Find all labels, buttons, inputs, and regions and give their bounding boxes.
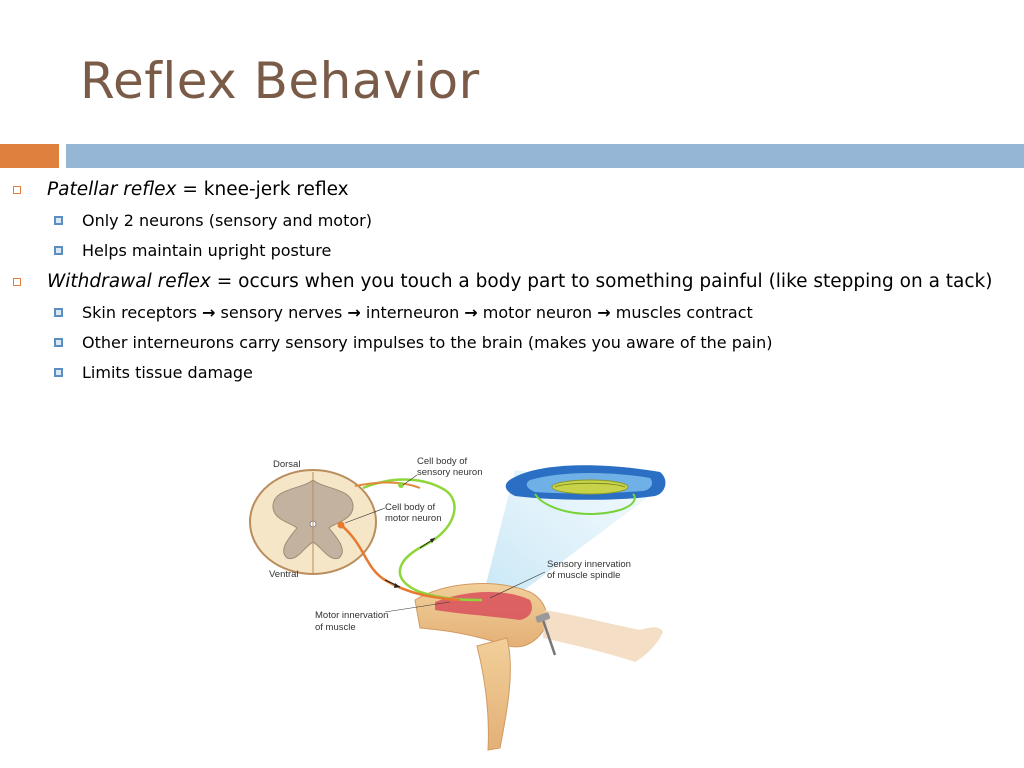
reflex-arc-illustration: Dorsal Ventral Cell body of sensory neur…: [249, 456, 666, 751]
sub-bullet: Helps maintain upright posture: [0, 240, 1024, 262]
pathway-step: sensory nerves: [220, 303, 343, 322]
arrow-right-icon: →: [347, 303, 361, 322]
sensory-neuron-path: [362, 478, 483, 602]
leg-illustration: [414, 583, 663, 751]
spinal-cord-cross-section: [249, 469, 377, 575]
hollow-square-bullet-icon: [13, 278, 21, 286]
label-motor-innervation: Motor innervation: [315, 610, 388, 621]
bullet-withdrawal-reflex: Withdrawal reflex = occurs when you touc…: [0, 270, 1024, 294]
sensory-neuron-path: [354, 481, 421, 489]
label-sensory-innervation: Sensory innervation: [547, 559, 631, 570]
title-accent-bar-blue: [66, 144, 1024, 168]
sub-bullet: Only 2 neurons (sensory and motor): [0, 210, 1024, 232]
label-cell-body-sensory: sensory neuron: [417, 467, 482, 478]
label-cell-body-motor: motor neuron: [385, 513, 442, 524]
bullet-text: = knee-jerk reflex: [176, 179, 349, 200]
bullet-patellar-reflex: Patellar reflex = knee-jerk reflex: [0, 178, 1024, 202]
label-cell-body-sensory: Cell body of: [417, 456, 468, 467]
label-dorsal: Dorsal: [273, 459, 300, 470]
sub-bullet-text: Only 2 neurons (sensory and motor): [82, 211, 372, 230]
pathway-step: interneuron: [365, 303, 460, 322]
label-cell-body-motor: Cell body of: [385, 502, 436, 513]
slide-title: Reflex Behavior: [80, 52, 480, 110]
pathway-step: Skin receptors: [82, 303, 197, 322]
square-bullet-icon: [54, 216, 63, 225]
direction-arrow: [430, 538, 435, 543]
zoom-beam: [482, 470, 655, 608]
sub-bullet-text: Limits tissue damage: [82, 363, 253, 382]
square-bullet-icon: [54, 246, 63, 255]
arrow-right-icon: →: [597, 303, 611, 322]
label-sensory-innervation: of muscle spindle: [547, 570, 620, 581]
hollow-square-bullet-icon: [13, 186, 21, 194]
sub-bullet-text: Helps maintain upright posture: [82, 241, 332, 260]
bullet-term: Withdrawal reflex: [47, 271, 211, 292]
arrow-right-icon: →: [464, 303, 478, 322]
direction-arrow: [394, 583, 400, 588]
square-bullet-icon: [54, 368, 63, 377]
pathway-step: motor neuron: [482, 303, 593, 322]
sensory-cell-body: [398, 482, 404, 488]
sub-bullet: Limits tissue damage: [0, 362, 1024, 384]
bullet-list: Patellar reflex = knee-jerk reflex Only …: [0, 178, 1024, 384]
arrow-right-icon: →: [202, 303, 216, 322]
square-bullet-icon: [54, 308, 63, 317]
square-bullet-icon: [54, 338, 63, 347]
bullet-text: = occurs when you touch a body part to s…: [210, 271, 993, 292]
muscle-spindle-inset: [505, 465, 666, 515]
label-ventral: Ventral: [269, 569, 299, 580]
pathway-step: muscles contract: [615, 303, 753, 322]
motor-cell-body: [337, 521, 345, 529]
sub-bullet: Other interneurons carry sensory impulse…: [0, 332, 1024, 354]
title-accent-bar-orange: [0, 144, 59, 168]
bullet-term: Patellar reflex: [47, 179, 177, 200]
reflex-hammer-icon: [535, 612, 557, 656]
sub-bullet-pathway: Skin receptors → sensory nerves → intern…: [0, 302, 1024, 324]
label-motor-innervation: of muscle: [315, 622, 356, 633]
sub-bullet-text: Other interneurons carry sensory impulse…: [82, 333, 773, 352]
